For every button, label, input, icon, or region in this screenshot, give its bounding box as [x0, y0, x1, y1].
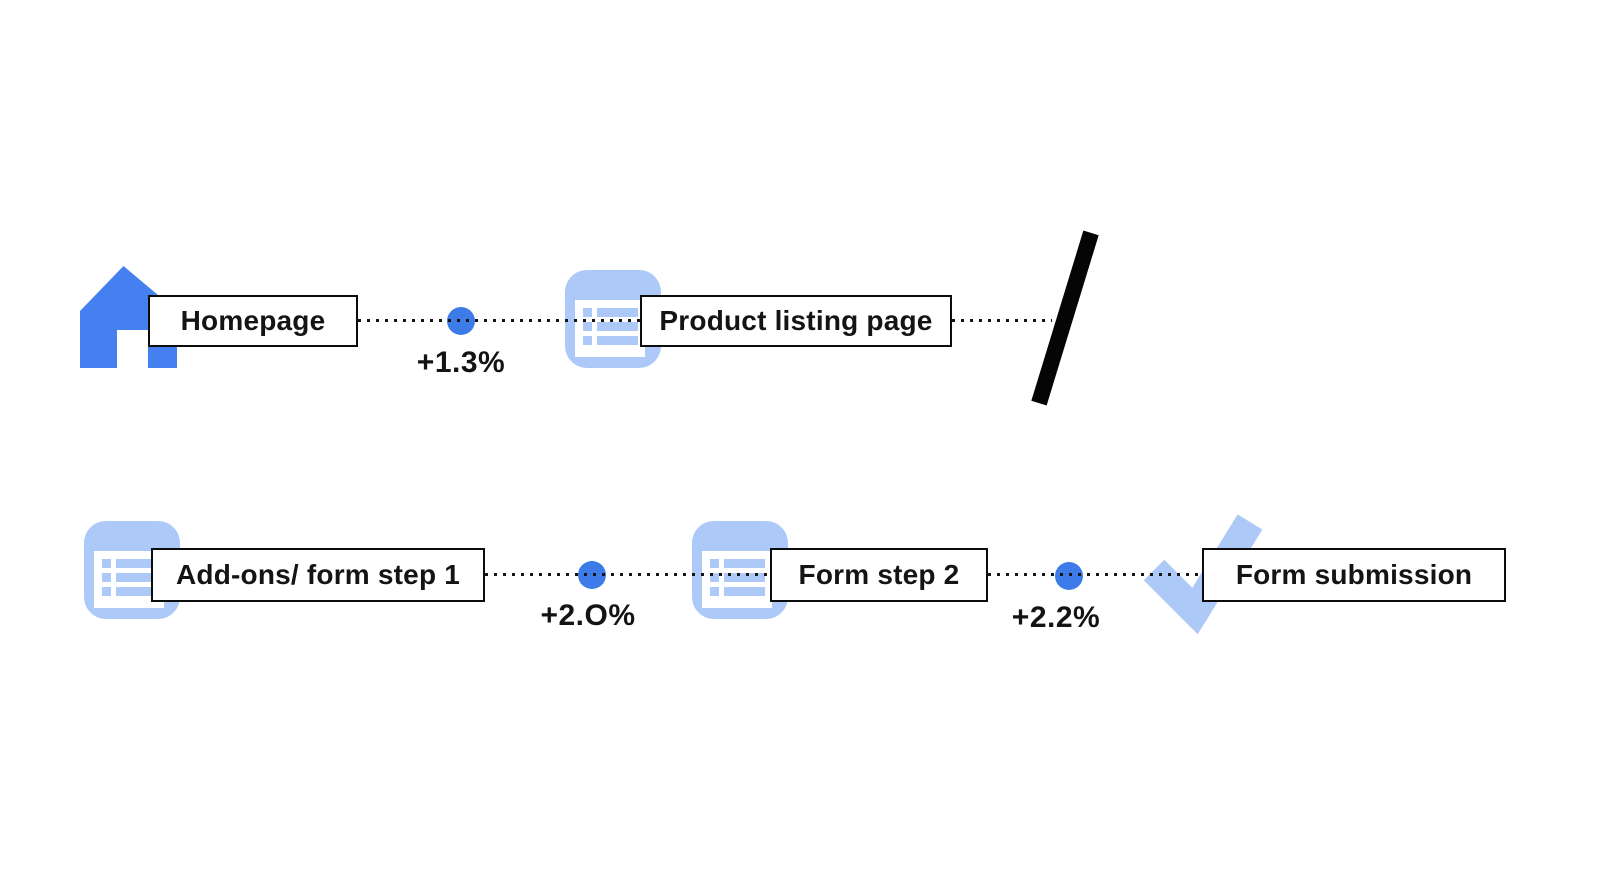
dotted-connector	[485, 573, 770, 576]
flow-node-homepage-label: Homepage	[180, 305, 326, 336]
conversion-delta-label: +1.3%	[416, 346, 506, 379]
flow-node-addons-label: Add-ons/ form step 1	[175, 559, 460, 590]
conversion-dot	[1055, 562, 1083, 590]
flow-node-addons-form-step-1: Add-ons/ form step 1	[151, 548, 485, 602]
dotted-connector	[358, 319, 640, 322]
flow-node-form-step-2: Form step 2	[770, 548, 988, 602]
dotted-connector	[988, 573, 1202, 576]
dotted-connector	[952, 319, 1052, 322]
flow-node-form-step-2-label: Form step 2	[798, 559, 960, 590]
flow-node-homepage: Homepage	[148, 295, 358, 347]
flow-node-product-listing: Product listing page	[640, 295, 952, 347]
list-icon	[692, 521, 788, 619]
slash-break-icon	[1031, 230, 1099, 406]
conversion-delta-label: +2.2%	[1011, 601, 1101, 634]
flow-node-form-submission: Form submission	[1202, 548, 1506, 602]
conversion-delta-label: +2.O%	[540, 599, 636, 632]
flow-node-product-listing-label: Product listing page	[659, 305, 933, 336]
flow-node-form-submission-label: Form submission	[1235, 559, 1473, 590]
